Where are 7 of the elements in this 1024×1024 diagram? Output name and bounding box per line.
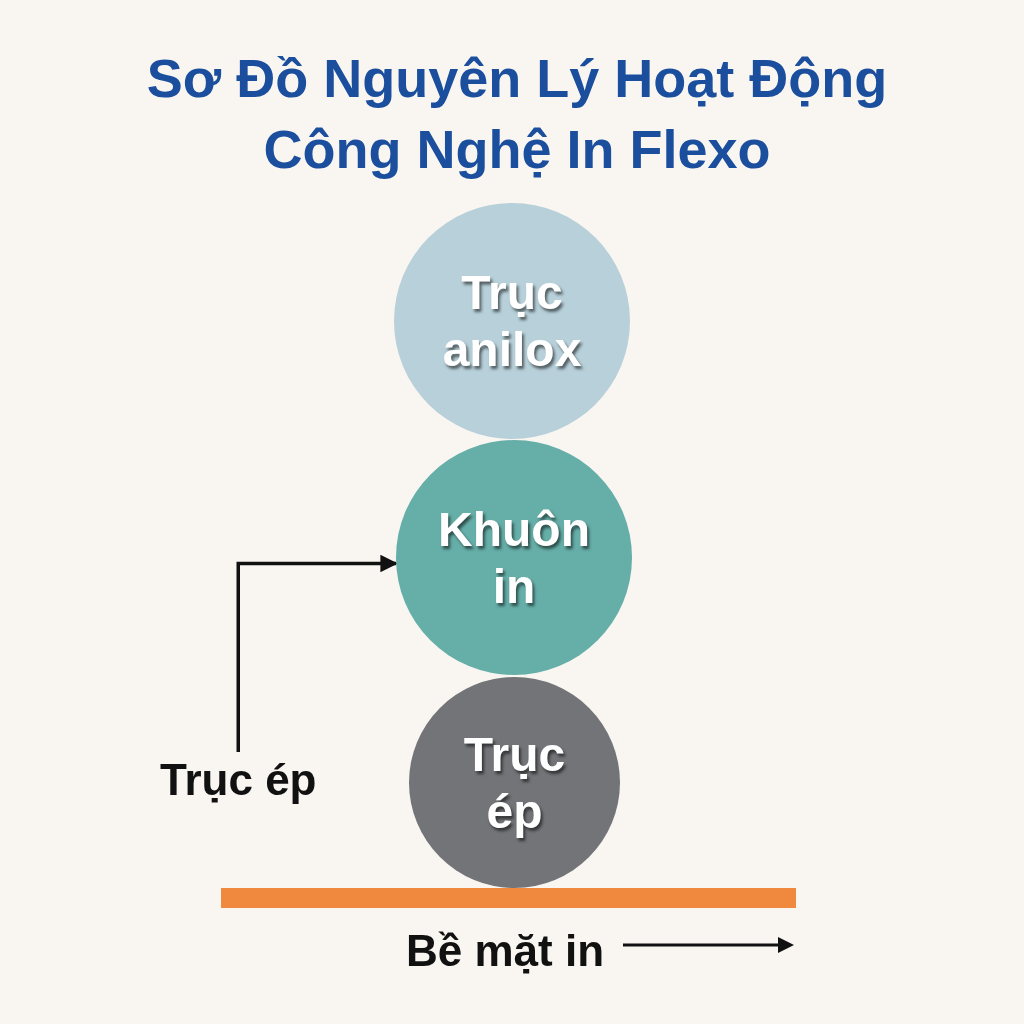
diagram-title: Sơ Đồ Nguyên Lý Hoạt Động Công Nghệ In Flexo xyxy=(145,47,889,181)
arrow xyxy=(236,554,398,752)
roller-label: Khuôn in xyxy=(437,501,591,615)
surface-label: Bề mặt in xyxy=(406,925,605,977)
part-label: Trục ép xyxy=(160,752,317,808)
roller-label: Trục anilox xyxy=(441,265,583,378)
roller-label: Trục ép xyxy=(462,726,567,840)
